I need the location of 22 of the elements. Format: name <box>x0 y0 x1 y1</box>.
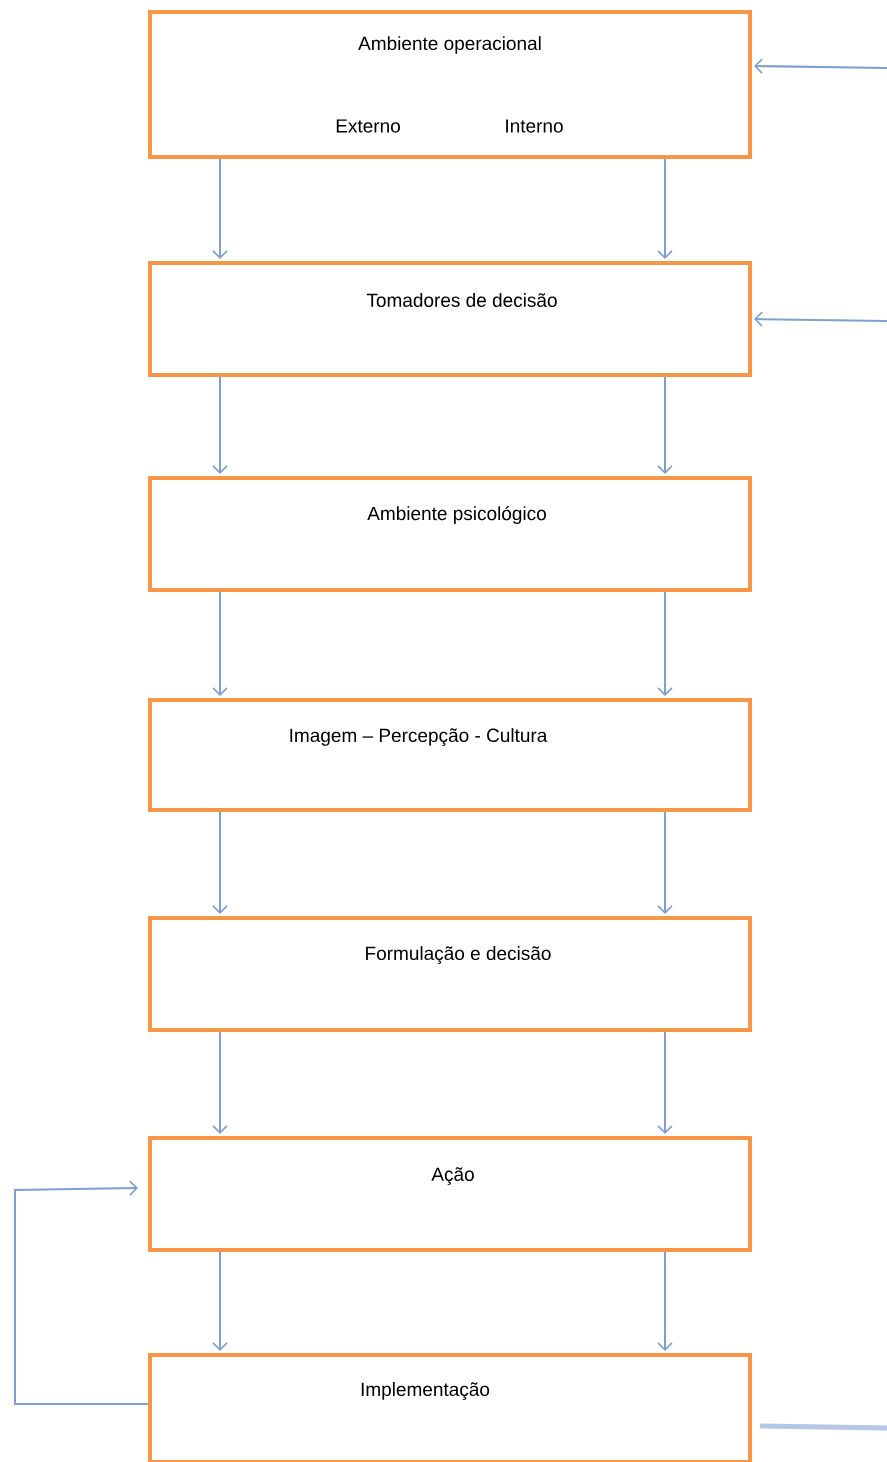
process-box: Implementação <box>148 1353 752 1462</box>
arrow <box>212 1031 228 1134</box>
arrow <box>754 311 887 327</box>
process-box: Imagem – Percepção - Cultura <box>148 698 752 812</box>
arrow <box>657 376 673 474</box>
arrow <box>14 1180 149 1405</box>
arrow <box>657 811 673 914</box>
process-box: Ambiente operacional Externo Interno <box>148 10 752 159</box>
arrow <box>212 376 228 474</box>
arrow <box>657 158 673 259</box>
process-box: Ação <box>148 1136 752 1252</box>
process-box: Tomadores de decisão <box>148 261 752 377</box>
process-box: Ambiente psicológico <box>148 476 752 592</box>
process-box: Formulação e decisão <box>148 916 752 1032</box>
arrow <box>657 1251 673 1351</box>
arrow <box>212 811 228 914</box>
arrow <box>657 591 673 696</box>
arrow <box>212 591 228 696</box>
arrow <box>212 158 228 259</box>
arrow <box>212 1251 228 1351</box>
arrow <box>657 1031 673 1134</box>
arrow <box>754 58 887 74</box>
